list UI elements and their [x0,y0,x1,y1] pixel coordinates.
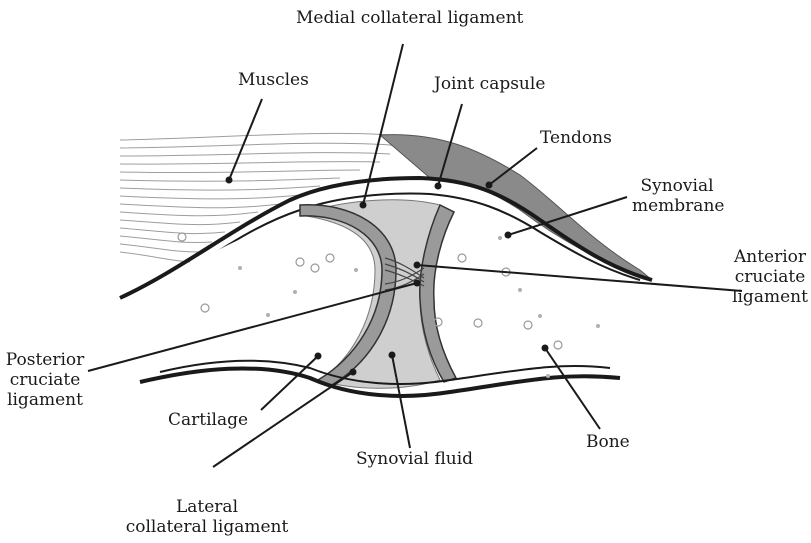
label-synovial-membrane: Synovial membrane [632,176,722,216]
leader-bone [545,348,600,429]
label-synovial-membrane-line1: Synovial [632,176,722,196]
label-anterior-cruciate-ligament: Anterior cruciate ligament [730,247,810,307]
label-anterior-cruciate-line1: Anterior [730,247,810,267]
label-muscles: Muscles [238,70,309,90]
label-lateral-collateral-line2: collateral ligament [122,517,292,537]
label-medial-collateral-ligament: Medial collateral ligament [296,8,523,28]
label-posterior-cruciate-line3: ligament [4,390,86,410]
leader-muscles [229,99,262,180]
label-tendons: Tendons [540,128,612,148]
label-joint-capsule: Joint capsule [434,74,545,94]
label-anterior-cruciate-line2: cruciate [730,267,810,287]
label-lateral-collateral-line1: Lateral [122,497,292,517]
label-anterior-cruciate-line3: ligament [730,287,810,307]
label-lateral-collateral-ligament: Lateral collateral ligament [122,497,292,537]
label-posterior-cruciate-line2: cruciate [4,370,86,390]
label-posterior-cruciate-line1: Posterior [4,350,86,370]
label-bone: Bone [586,432,630,452]
label-cartilage: Cartilage [168,410,248,430]
leader-anterior-cruciate [417,265,742,291]
label-synovial-membrane-line2: membrane [632,196,722,216]
label-posterior-cruciate-ligament: Posterior cruciate ligament [4,350,86,410]
label-synovial-fluid: Synovial fluid [356,449,473,469]
